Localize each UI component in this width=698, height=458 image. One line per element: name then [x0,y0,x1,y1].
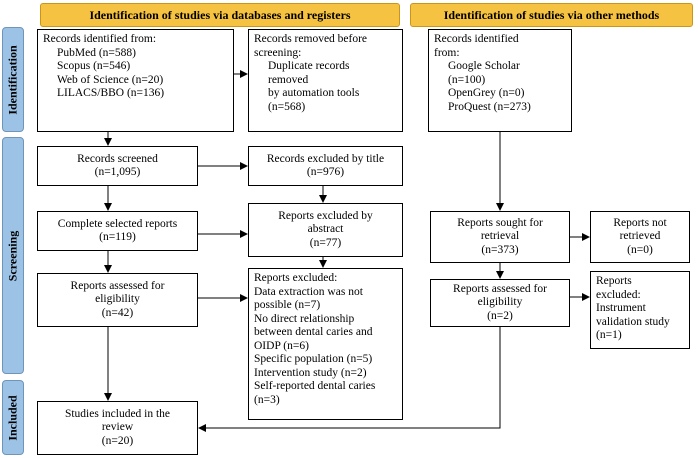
excluded-reason-line7: Intervention study (n=2) [254,366,367,379]
arrow-other-to-included [198,327,501,432]
removed-title-line1: Records removed before [254,33,368,45]
records-identified-title: Records identified from: [43,33,157,45]
records-identified-databases: Records identified from: PubMed (n=588) … [37,29,234,132]
screened-label: Records screened [77,152,158,165]
header-databases: Identification of studies via databases … [40,3,400,27]
reports-assessed-eligibility-other: Reports assessed for eligibility (n=2) [430,279,570,327]
assessed-other-count: (n=2) [487,309,513,322]
records-identified-other: Records identified from: Google Scholar … [428,29,572,132]
assessed-db-line1: Reports assessed for [70,279,165,292]
phase-included: Included [2,380,24,455]
screened-count: (n=1,095) [94,166,141,178]
complete-selected-label: Complete selected reports [57,217,178,230]
source-web-of-science: Web of Science (n=20) [57,73,164,86]
excluded-other-count: (n=1) [596,329,622,341]
removed-duplicate-count: (n=568) [268,100,306,113]
reports-sought-for-retrieval: Reports sought for retrieval (n=373) [430,211,570,263]
excluded-title-count: (n=976) [306,166,345,178]
records-screened: Records screened (n=1,095) [37,146,198,186]
excluded-reason-line6: Specific population (n=5) [254,353,373,365]
excluded-reason-line3: No direct relationship [254,312,355,325]
excluded-reason-line1: Data extraction was not [254,285,363,298]
assessed-db-line2: eligibility [95,293,140,306]
source-pubmed: PubMed (n=588) [57,46,136,59]
source-opengrey: OpenGrey (n=0) [448,87,525,99]
excluded-reports-title: Reports excluded: [254,272,338,284]
excluded-reason-line4: between dental caries and [254,326,373,338]
header-other-methods: Identification of studies via other meth… [410,3,693,27]
sought-line2: retrieval [480,230,520,243]
not-retrieved-line1: Reports not [613,216,667,229]
studies-included: Studies included in the review (n=20) [37,401,198,455]
excluded-reason-line9: (n=3) [254,393,280,406]
removed-duplicate-line2: removed [268,73,309,86]
excluded-other-line4: validation study [596,315,670,328]
phase-identification: Identification [2,27,24,132]
other-title-line1: Records identified [434,33,519,45]
removed-duplicate-line3: by automation tools [268,87,360,99]
included-line2: review [101,421,134,434]
reports-excluded-other: Reports excluded: Instrument validation … [590,271,690,349]
complete-selected-reports: Complete selected reports (n=119) [37,211,198,251]
excluded-reason-line8: Self-reported dental caries [254,380,376,392]
reports-not-retrieved: Reports not retrieved (n=0) [590,211,690,263]
removed-duplicate-line1: Duplicate records [268,60,350,72]
included-line1: Studies included in the [64,407,171,420]
records-excluded-by-title: Records excluded by title (n=976) [248,146,403,186]
source-google-scholar: Google Scholar [448,60,520,72]
records-removed-before-screening: Records removed before screening: Duplic… [248,29,403,132]
included-count: (n=20) [101,434,134,447]
other-title-line2: from: [434,46,460,59]
assessed-other-line2: eligibility [477,296,523,309]
source-scopus: Scopus (n=546) [57,60,131,72]
excluded-other-line3: Instrument [596,302,646,314]
source-google-scholar-count: (n=100) [448,73,486,86]
reports-excluded-databases: Reports excluded: Data extraction was no… [248,268,403,420]
assessed-other-line1: Reports assessed for [453,282,547,295]
removed-title-line2: screening: [254,46,302,59]
source-proquest: ProQuest (n=273) [448,100,531,113]
excluded-abstract-line1: Reports excluded by [278,209,373,222]
excluded-abstract-line2: abstract [307,223,344,236]
not-retrieved-count: (n=0) [627,243,653,256]
source-lilacs-bbo: LILACS/BBO (n=136) [57,87,165,99]
sought-line1: Reports sought for [457,216,543,229]
complete-selected-count: (n=119) [99,231,136,243]
excluded-reason-line5: OIDP (n=6) [254,339,309,352]
assessed-db-count: (n=42) [101,306,134,319]
excluded-other-line2: excluded: [596,288,641,301]
excluded-abstract-count: (n=77) [309,236,342,249]
excluded-reason-line2: possible (n=7) [254,299,321,311]
sought-count: (n=373) [481,243,519,256]
excluded-title-label: Records excluded by title [266,152,385,165]
reports-excluded-by-abstract: Reports excluded by abstract (n=77) [248,203,403,257]
phase-screening: Screening [2,137,24,374]
excluded-other-line1: Reports [596,275,632,287]
not-retrieved-line2: retrieved [619,230,661,243]
reports-assessed-eligibility-databases: Reports assessed for eligibility (n=42) [37,273,198,327]
